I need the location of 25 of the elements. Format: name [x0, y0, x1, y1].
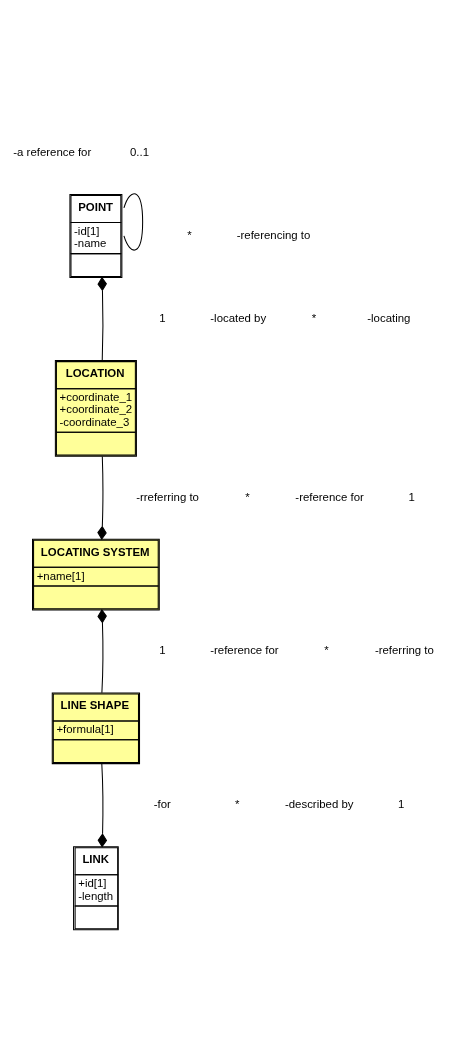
- connector: [97, 455, 107, 540]
- label: -located by: [210, 311, 267, 324]
- connector: [97, 609, 107, 694]
- label: *: [324, 644, 329, 657]
- label: -rreferring to: [136, 490, 199, 503]
- label: *: [311, 311, 317, 324]
- connector: [123, 193, 144, 251]
- label: -described by: [284, 798, 354, 811]
- label: 1: [408, 490, 415, 503]
- label: *: [234, 798, 240, 811]
- label: -for: [153, 798, 171, 811]
- label: 1: [398, 798, 405, 811]
- label: *: [187, 228, 192, 241]
- label: -a reference for: [13, 145, 92, 158]
- label: *: [245, 490, 250, 503]
- label: 1: [159, 311, 166, 324]
- connector: [97, 763, 108, 848]
- label: 0..1: [130, 145, 150, 158]
- label: -referencing to: [236, 228, 311, 241]
- label: -locating: [367, 311, 411, 324]
- label: -referring to: [374, 644, 434, 657]
- label: -reference for: [210, 644, 279, 657]
- label: 1: [159, 644, 166, 657]
- connector: [97, 276, 107, 362]
- label: -reference for: [295, 490, 364, 503]
